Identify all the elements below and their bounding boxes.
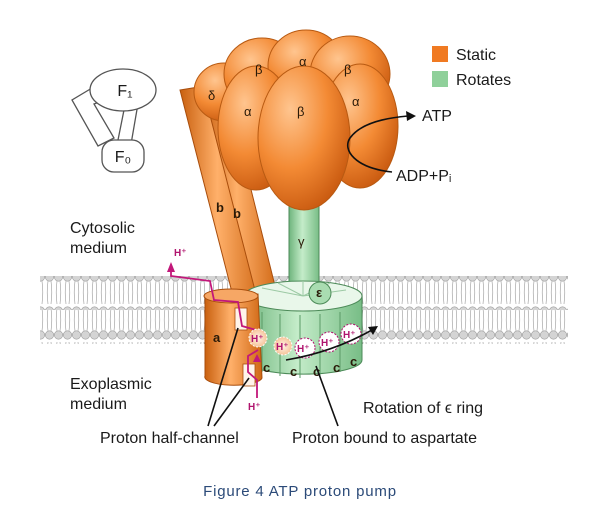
- proton-bound-2: H⁺: [297, 344, 310, 355]
- bound-label: Proton bound to aspartate: [292, 430, 477, 447]
- adp-label: ADP+Pᵢ: [396, 168, 451, 185]
- c-label-3: c: [333, 360, 340, 375]
- proton-top-label: H⁺: [174, 248, 187, 259]
- subunit-beta-front: β: [297, 104, 304, 119]
- cytosolic-label: Cytosolic: [70, 220, 135, 237]
- subunit-b-label-2: b: [233, 206, 241, 221]
- subunit-alpha-front-left: α: [244, 104, 252, 119]
- pointer-lines: [207, 327, 339, 427]
- subunit-b-label-1: b: [216, 200, 224, 215]
- proton-bound-3: H⁺: [321, 338, 334, 349]
- proton-bound-0: H⁺: [251, 334, 264, 345]
- c-label-2: c: [313, 364, 320, 379]
- c-label-0: c: [263, 360, 270, 375]
- subunit-gamma-label: γ: [298, 234, 305, 249]
- inset-f1-label: F₁: [117, 83, 132, 100]
- subunit-epsilon-label: ε: [316, 285, 322, 300]
- inset-schematic: F₁ F₀: [71, 68, 157, 173]
- legend-rotates-swatch: [432, 71, 448, 87]
- bound-protons: H⁺ H⁺ H⁺ H⁺ H⁺: [248, 323, 378, 361]
- legend: Static Rotates: [432, 46, 511, 89]
- exoplasmic-label: Exoplasmic: [70, 376, 152, 393]
- figure-caption: Figure 4 ATP proton pump: [203, 483, 397, 500]
- atp-label: ATP: [422, 108, 452, 125]
- proton-path: H⁺ H⁺: [167, 248, 261, 413]
- legend-static-swatch: [432, 46, 448, 62]
- rotation-label: Rotation of ϵ ring: [363, 400, 483, 417]
- c-label-4: c: [350, 354, 357, 369]
- subunit-beta-back-right: β: [344, 62, 351, 77]
- cytosolic-label-2: medium: [70, 240, 127, 257]
- f1-head: δ β α β α β α: [193, 29, 399, 211]
- proton-bound-1: H⁺: [276, 342, 289, 353]
- c-label-1: c: [290, 364, 297, 379]
- f0-complex: ε c c c c a c: [203, 280, 363, 387]
- subunit-a-label: a: [213, 330, 221, 345]
- proton-bound-4: H⁺: [343, 330, 356, 341]
- exoplasmic-label-2: medium: [70, 396, 127, 413]
- half-channel-label: Proton half-channel: [100, 430, 239, 447]
- legend-rotates-label: Rotates: [456, 72, 511, 89]
- inset-f0-label: F₀: [115, 149, 131, 166]
- subunit-alpha-back: α: [299, 54, 307, 69]
- legend-static-label: Static: [456, 47, 496, 64]
- proton-bottom-label: H⁺: [248, 402, 261, 413]
- subunit-alpha-front-right: α: [352, 94, 360, 109]
- catalysis-arrows: ATP ADP+Pᵢ: [347, 108, 452, 185]
- subunit-delta-label: δ: [208, 88, 215, 103]
- subunit-beta-back-left: β: [255, 62, 262, 77]
